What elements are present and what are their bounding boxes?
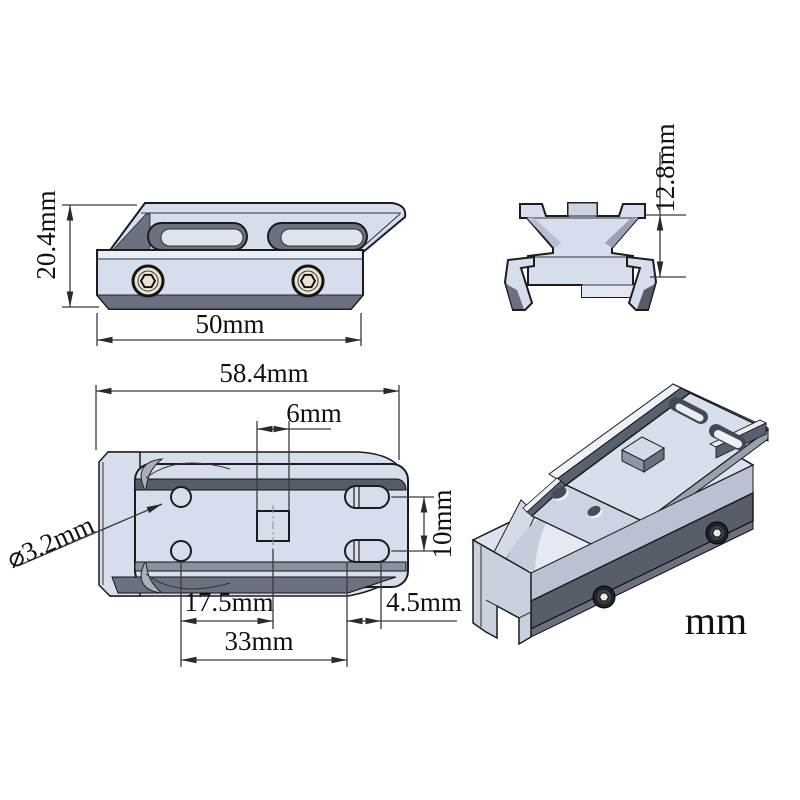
dim-top-overall: 58.4mm [95,358,400,460]
end-right-slant-shade [605,218,638,248]
iso-rail-front-lines [480,546,532,627]
iso-screw-2 [705,521,729,545]
end-recess [582,285,640,297]
side-base-bottom-bevel [95,294,365,310]
iso-plate-slot-1 [669,397,708,424]
dim-hole-diameter-label: ⌀3.2mm [2,509,98,574]
top-left-clamp [98,451,141,597]
end-tab [567,202,598,217]
iso-hole-2 [587,505,603,519]
dim-square-width-label: 6mm [286,398,342,428]
top-hole-1 [170,486,192,508]
dim-side-length: 50mm [96,309,362,346]
top-mid-band [134,561,407,572]
side-screw-2 [291,264,325,298]
iso-screw-1 [592,585,616,609]
dim-hole-to-square: 17.5mm [180,549,274,667]
iso-rail-front [472,538,532,646]
top-view: 58.4mm 6mm ⌀3.2mm 10mm 17.5mm [2,358,462,667]
unit-label: mm [685,598,747,643]
iso-riser-shade [505,510,553,571]
dim-side-height-label: 20.4mm [31,190,61,279]
top-hole-2 [170,540,192,562]
iso-view: mm [471,383,770,646]
top-slot-1 [344,485,390,509]
side-view: 20.4mm 50mm [31,190,407,346]
iso-plate-slot-2 [709,424,746,450]
iso-boss [620,436,666,473]
top-dark-band [134,478,407,491]
top-bottom-bevel [111,576,397,594]
dim-hole-to-slot-label: 33mm [224,626,293,656]
top-jaw-sweep-upper [145,462,231,479]
dim-hole-to-slot: 33mm [181,562,348,667]
side-screw-1 [131,264,165,298]
dim-square-width: 6mm [256,398,342,511]
end-left-slant-shade [527,218,561,248]
end-view: 12.8mm [503,123,686,311]
dim-slot-spacing: 10mm [392,489,457,559]
dim-slot-spacing-label: 10mm [427,489,457,558]
dim-slot-length: 4.5mm [347,562,462,629]
side-slot-2 [267,222,368,251]
top-jaw-curve-upper [140,458,164,491]
top-jaw-curve-lower [140,561,164,594]
dim-top-overall-label: 58.4mm [219,358,308,388]
dim-side-height: 20.4mm [31,190,137,308]
end-body [519,202,646,298]
side-base-top-highlight [99,251,361,258]
end-right-jaw-shade [637,284,655,309]
dim-side-length-label: 50mm [195,309,264,339]
end-left-jaw-shade [506,284,524,309]
iso-hole-1 [551,487,569,501]
dim-hole-to-square-label: 17.5mm [184,587,273,617]
dim-slot-length-label: 4.5mm [386,587,462,617]
side-slot-1 [147,222,248,251]
side-plate-left-shadow [111,213,151,252]
top-slot-2 [344,539,390,563]
dim-end-height-label: 12.8mm [650,123,680,212]
top-jaw-sweep-lower [145,573,231,590]
dim-end-height: 12.8mm [646,123,686,278]
